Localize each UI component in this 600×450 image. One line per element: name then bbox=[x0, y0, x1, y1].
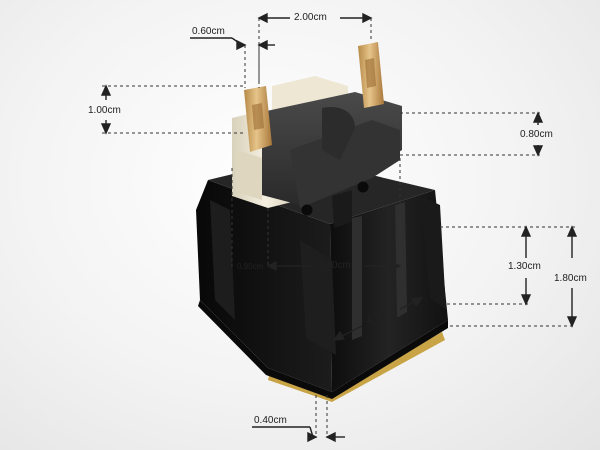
dimension-arrows bbox=[100, 12, 578, 443]
dim-housing-depth-label: 1.70cm bbox=[366, 314, 399, 325]
dimension-lines bbox=[102, 18, 575, 438]
dim-bottom-offset-label: 0.40cm bbox=[254, 415, 287, 426]
terminal-cap bbox=[262, 92, 402, 228]
terminal-left bbox=[244, 86, 272, 152]
dim-terminal-height-label: 1.00cm bbox=[88, 105, 121, 116]
dim-side-offset-label: 0.90cm bbox=[237, 262, 264, 271]
dim-housing-width-label: 2.40cm bbox=[318, 260, 351, 271]
dim-clip-height-label: 1.30cm bbox=[508, 261, 541, 272]
dim-top-block-height-label: 0.80cm bbox=[520, 129, 553, 140]
dim-total-height-label: 1.80cm bbox=[554, 273, 587, 284]
base-strip bbox=[268, 332, 445, 402]
dim-terminal-spacing-label: 2.00cm bbox=[294, 12, 327, 23]
dim-terminal-width-label: 0.60cm bbox=[192, 26, 225, 37]
terminal-right bbox=[358, 42, 384, 108]
